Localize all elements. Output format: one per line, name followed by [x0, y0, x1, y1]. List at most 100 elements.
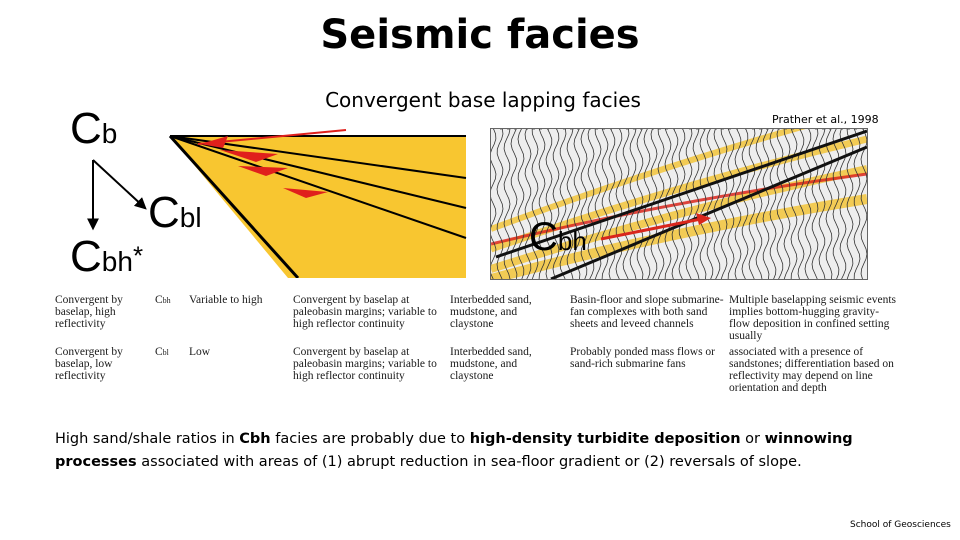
seismic-trace — [517, 129, 525, 279]
seismic-band — [491, 129, 806, 232]
body-text-turbidite: high-density turbidite deposition — [469, 431, 741, 447]
body-text-5: or — [740, 431, 765, 447]
seismic-section-image: Cbh — [490, 128, 868, 280]
cbl-label-main: C — [148, 188, 180, 237]
seismic-trace — [573, 129, 581, 279]
seismic-trace — [776, 129, 784, 279]
seismic-trace — [762, 129, 770, 279]
seismic-trace — [832, 129, 840, 279]
onlap-arrowhead-4 — [283, 188, 328, 198]
seismic-trace — [566, 129, 574, 279]
seismic-trace — [748, 129, 756, 279]
seismic-trace — [825, 129, 833, 279]
seismic-cbh-sub: bh — [557, 226, 587, 256]
seismic-trace — [685, 129, 693, 279]
seismic-trace — [552, 129, 560, 279]
seismic-traces-group — [491, 129, 867, 279]
body-text-7: associated with areas of (1) abrupt redu… — [136, 454, 802, 470]
seismic-trace — [615, 129, 623, 279]
seismic-trace — [804, 129, 812, 279]
table-cell-code: Cbl — [155, 346, 185, 359]
seismic-trace — [783, 129, 791, 279]
seismic-trace — [559, 129, 567, 279]
wedge-base-line — [168, 134, 300, 278]
table-code-main: C — [155, 346, 163, 358]
seismic-red-arrow — [600, 217, 702, 241]
table-code-sub: bh — [162, 296, 171, 305]
seismic-trace — [538, 129, 546, 279]
seismic-trace — [713, 129, 721, 279]
cbl-label-sub: bl — [179, 202, 202, 233]
cb-label-main: C — [70, 104, 102, 153]
body-text-winnowing: winnowing processes — [55, 431, 853, 470]
table-cell-geometry: Convergent by baselap at paleobasin marg… — [293, 346, 437, 382]
table-cell-code: Cbh — [155, 294, 185, 307]
table-cell-facies: Convergent by baselap, high reflectivity — [55, 294, 123, 330]
seismic-trace — [587, 129, 595, 279]
body-text-cbh: Cbh — [239, 431, 271, 447]
onlap-arrowhead-2 — [220, 150, 278, 162]
seismic-cbh-main: C — [529, 215, 558, 259]
seismic-trace — [671, 129, 679, 279]
seismic-trace — [860, 129, 867, 279]
seismic-trace — [769, 129, 777, 279]
citation: Prather et al., 1998 — [772, 113, 879, 126]
onlap-arrowhead-1 — [200, 136, 228, 148]
seismic-trace — [496, 129, 504, 279]
table-cell-environment: Basin-floor and slope submarine-fan comp… — [570, 294, 724, 330]
seismic-trace — [790, 129, 798, 279]
seismic-trace — [531, 129, 539, 279]
table-code-sub: bl — [162, 348, 169, 357]
seismic-surface-upper — [495, 129, 867, 259]
seismic-trace — [545, 129, 553, 279]
seismic-trace — [636, 129, 644, 279]
slide-subtitle: Convergent base lapping facies — [325, 88, 641, 112]
body-text-3: facies are probably due to — [270, 431, 470, 447]
seismic-trace — [797, 129, 805, 279]
seismic-trace — [650, 129, 658, 279]
table-cell-interpretation: Multiple baselapping seismic events impl… — [729, 294, 897, 342]
cbl-label: Cbl — [148, 188, 202, 238]
cbh-label: Cbh* — [70, 232, 143, 282]
table-cell-environment: Probably ponded mass flows or sand-rich … — [570, 346, 716, 370]
table-cell-reflectivity: Low — [189, 346, 211, 358]
wedge-fill — [170, 136, 466, 278]
seismic-trace — [678, 129, 686, 279]
seismic-red-arrowhead — [696, 213, 711, 225]
seismic-trace — [706, 129, 714, 279]
table-cell-facies: Convergent by baselap, low reflectivity — [55, 346, 123, 382]
seismic-cbh-label: Cbh — [529, 215, 587, 260]
slide-title: Seismic facies — [320, 12, 640, 58]
seismic-trace — [818, 129, 826, 279]
seismic-trace — [741, 129, 749, 279]
baselap-wedge-diagram — [168, 129, 467, 278]
table-cell-reflectivity: Variable to high — [189, 294, 263, 306]
seismic-trace — [664, 129, 672, 279]
reflector-2 — [169, 135, 467, 209]
cbh-label-mark: * — [132, 240, 144, 271]
onlap-arrowhead-3 — [238, 166, 288, 176]
body-paragraph: High sand/shale ratios in Cbh facies are… — [55, 428, 915, 474]
seismic-trace — [720, 129, 728, 279]
body-text-1: High sand/shale ratios in — [55, 431, 240, 447]
seismic-trace — [524, 129, 532, 279]
table-cell-lithology: Interbedded sand, mudstone, and clayston… — [450, 346, 532, 382]
seismic-trace — [580, 129, 588, 279]
arrow-to-cbl — [92, 159, 147, 210]
seismic-trace — [594, 129, 602, 279]
footer-institution: School of Geosciences — [850, 520, 951, 530]
table-code-main: C — [155, 294, 163, 306]
table-cell-geometry: Convergent by baselap at paleobasin marg… — [293, 294, 437, 330]
seismic-trace — [755, 129, 763, 279]
cb-label: Cb — [70, 104, 117, 154]
seismic-wiggle-traces — [491, 129, 867, 279]
cbh-label-sub: bh — [101, 246, 133, 277]
seismic-surface-lower — [550, 145, 867, 279]
seismic-trace — [699, 129, 707, 279]
seismic-trace — [629, 129, 637, 279]
table-cell-lithology: Interbedded sand, mudstone, and clayston… — [450, 294, 532, 330]
seismic-trace — [643, 129, 651, 279]
seismic-trace — [846, 129, 854, 279]
seismic-trace — [601, 129, 609, 279]
